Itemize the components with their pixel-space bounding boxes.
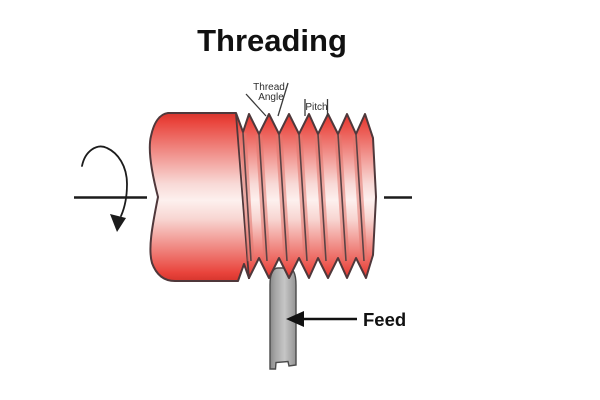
rotation-arrow-icon (81, 145, 128, 217)
thread-angle-label-line2: Angle (258, 92, 284, 103)
page-title: Threading (197, 23, 347, 58)
thread-flank-lines (239, 132, 368, 262)
thread-angle-leader-right (277, 82, 289, 117)
feed-arrow-head-icon (286, 311, 304, 327)
feed-label: Feed (363, 309, 406, 330)
pitch-label: Pitch (305, 102, 327, 113)
thread-angle-label-line1: Thread (253, 82, 285, 93)
thread-angle-leader-left (245, 93, 267, 117)
rotation-arrow-head-icon (110, 214, 126, 232)
shank-shoulder-edge (235, 113, 250, 280)
